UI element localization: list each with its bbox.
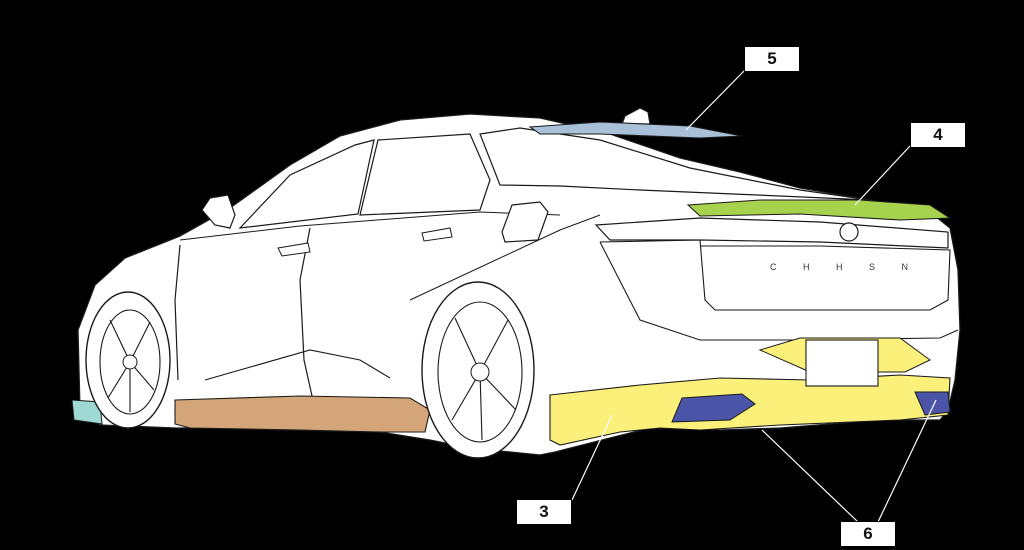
exhaust-finisher-right xyxy=(914,391,951,416)
callout-label-5: 5 xyxy=(767,49,777,68)
trunk-spoiler xyxy=(686,199,952,221)
callout-6: 6 xyxy=(840,521,896,547)
window-front-door xyxy=(238,139,375,229)
leader-3 xyxy=(571,414,613,501)
callout-4: 4 xyxy=(910,122,966,148)
charge-port-door xyxy=(501,201,549,243)
side-mirror xyxy=(201,194,236,229)
leader-4 xyxy=(854,145,911,206)
door-handle-front xyxy=(277,242,311,257)
door-handle-rear xyxy=(421,227,453,242)
roof-spoiler xyxy=(528,121,743,139)
rocker-line xyxy=(204,349,391,381)
callout-label-3: 3 xyxy=(539,502,549,521)
brand-emblem xyxy=(839,222,859,242)
exhaust-finisher-left xyxy=(671,393,756,423)
leader-5 xyxy=(685,69,746,131)
callout-5: 5 xyxy=(744,46,800,72)
callout-label-4: 4 xyxy=(933,125,943,144)
rear-bumper-diffuser xyxy=(549,374,951,446)
front-lip xyxy=(71,399,103,425)
door-seam xyxy=(174,227,313,397)
side-skirt xyxy=(174,395,431,433)
rear-wheel xyxy=(421,281,535,459)
leader-6b xyxy=(877,399,937,523)
callout-3: 3 xyxy=(516,499,572,525)
license-plate-recess xyxy=(805,339,879,387)
tail-light-bar xyxy=(594,217,949,249)
rear-windshield xyxy=(479,127,871,201)
window-rear-door xyxy=(359,133,491,216)
bumper-line xyxy=(599,241,959,341)
trunk-lid xyxy=(599,239,951,311)
leader-6a xyxy=(761,429,859,523)
callout-label-6: 6 xyxy=(863,524,873,543)
trunk-badge: C H H S N xyxy=(770,262,920,272)
front-wheel xyxy=(85,291,171,429)
